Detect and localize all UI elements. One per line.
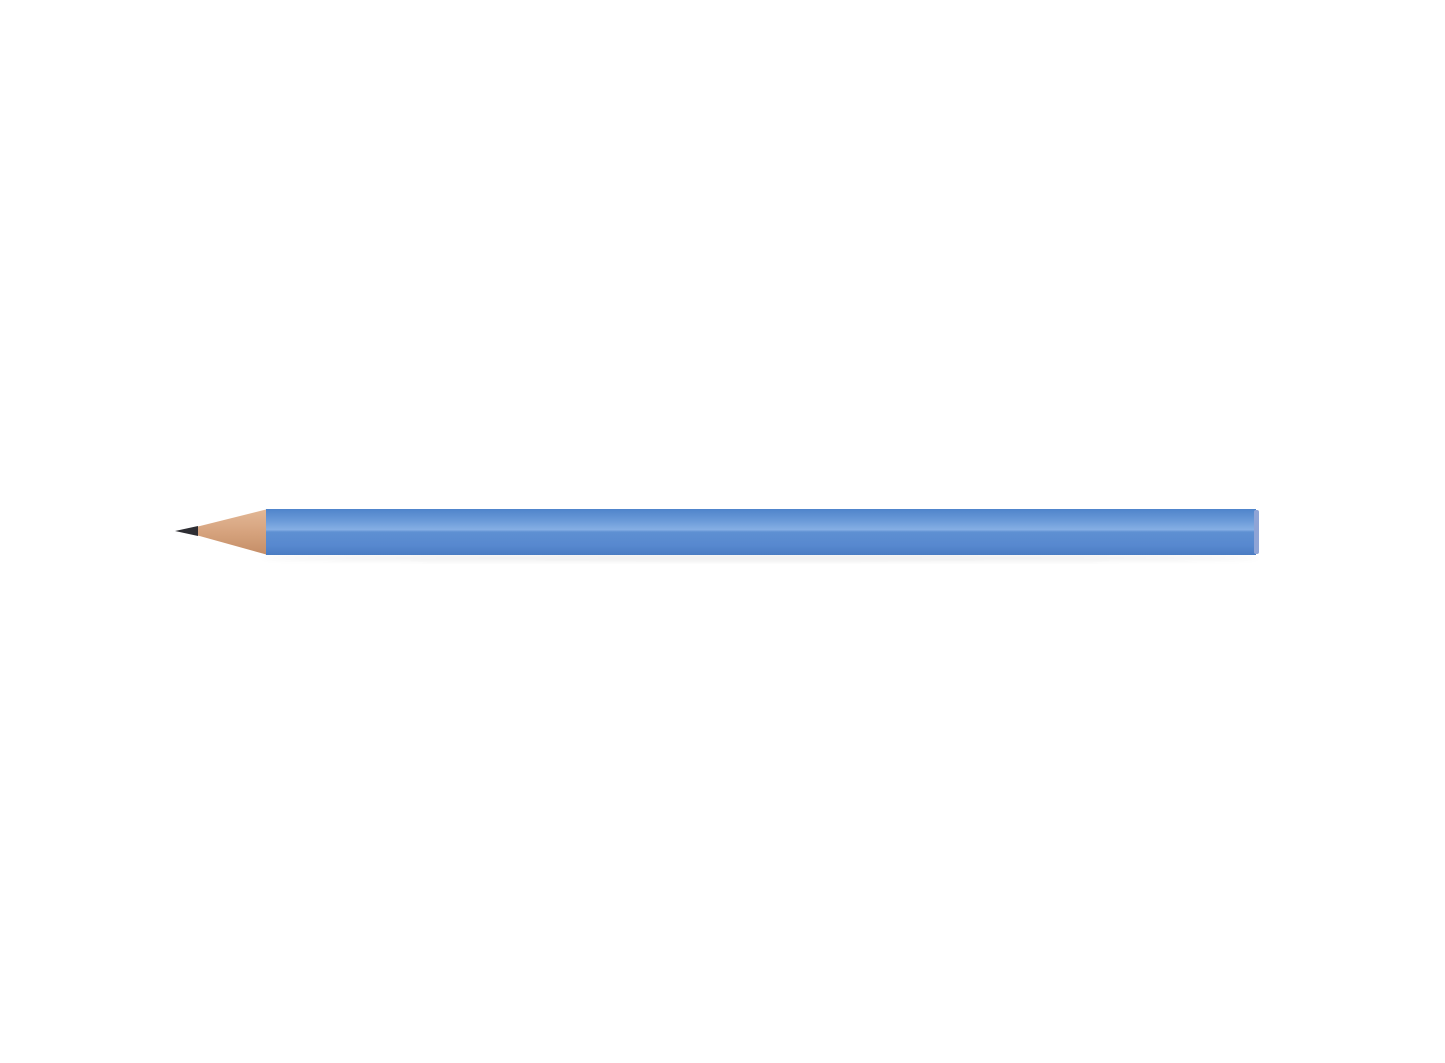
pencil-shadow [260,555,1260,561]
pencil-end-cap [1254,510,1259,554]
pencil-wood-tip [196,509,268,555]
pencil-lead [175,526,198,536]
pencil-body [266,509,1256,555]
